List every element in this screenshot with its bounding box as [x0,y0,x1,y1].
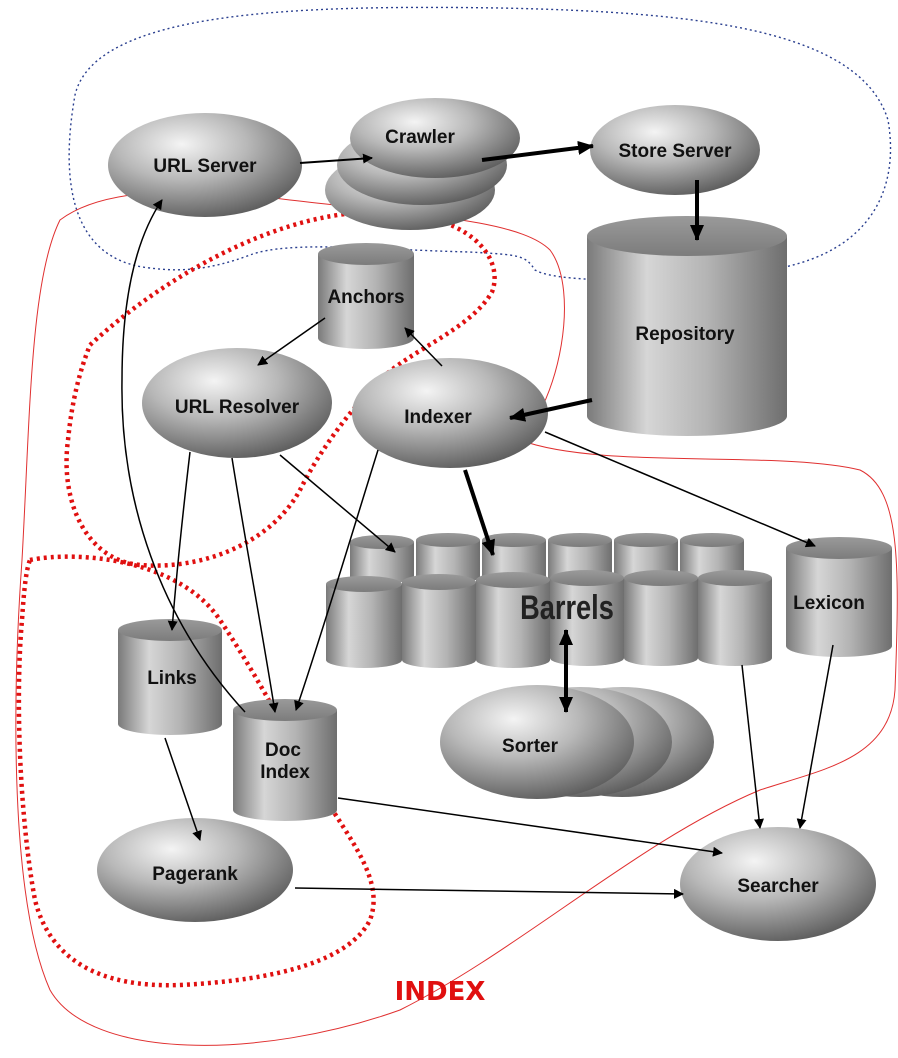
barrel [350,535,414,582]
repository-cylinder [587,216,787,436]
arrow-urlresolver-links [167,451,191,631]
barrel [326,576,402,668]
barrel [402,574,476,668]
doc-index-label-line2: Index [260,762,310,783]
arrow-indexer-lexicon [544,431,816,548]
barrel [476,572,550,668]
arrow-anchors-urlresolver [257,317,326,366]
links-label: Links [147,668,197,689]
lexicon-cylinder [786,537,892,657]
arrow-pagerank-searcher [294,887,684,899]
arrow-urlresolver-barrels [279,454,396,553]
arrow-repository-indexer [509,398,593,422]
arrow-crawler-storeserver [481,140,594,162]
searcher-label: Searcher [737,876,819,897]
sorter-node [440,685,634,799]
links-cylinder [118,619,222,735]
anchors-label: Anchors [327,287,404,308]
store-server-node [590,105,760,195]
arrow-indexer-docindex [294,449,379,711]
barrel [416,533,480,580]
arrow-docindex-searcher [337,797,723,857]
searcher-node [680,827,876,941]
doc-index-label-line1: Doc [265,740,301,761]
pagerank-label: Pagerank [152,864,238,885]
crawler-node [350,98,520,178]
arrow-lexicon-searcher [796,644,834,829]
url-server-node [108,113,302,217]
arrow-urlresolver-docindex [231,457,279,713]
url-server-label: URL Server [153,156,257,177]
barrel [624,570,698,666]
index-boundary [15,191,898,1046]
indexer-label: Indexer [404,407,472,428]
doc-index-cylinder [233,699,337,821]
arrow-links-pagerank [164,737,202,841]
url-resolver-label: URL Resolver [175,397,300,418]
arrow-indexer-barrels [463,469,495,556]
anchors-cylinder [318,243,414,349]
arrow-barrels-searcher [741,664,764,829]
sorter-label: Sorter [502,736,559,757]
barrel [698,570,772,666]
lexicon-label: Lexicon [793,593,865,614]
index-region-label: INDEX [395,977,486,1007]
repository-label: Repository [635,324,735,345]
store-server-label: Store Server [618,141,732,162]
pagerank-node [97,818,293,922]
dotted-boundary-lower [16,554,376,988]
crawler-label: Crawler [385,127,455,148]
arrows [121,140,834,899]
arrow-indexer-anchors [404,327,443,367]
url-resolver-node [142,348,332,458]
arrow-urlserver-crawler [299,153,373,164]
barrels-label: Barrels [520,588,614,627]
indexer-node [352,358,548,468]
arrow-docindex-urlserver [121,199,246,713]
